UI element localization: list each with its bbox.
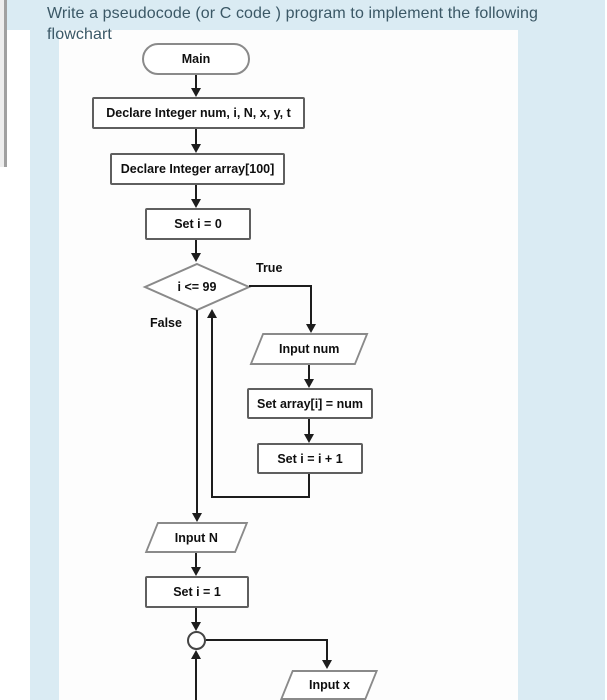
- node-input-num: Input num: [249, 333, 369, 365]
- branch-label-true: True: [256, 261, 283, 275]
- edge-inputnum-to-setarray: [308, 365, 310, 380]
- loop-connector-circle: [187, 631, 206, 650]
- node-input-n-label: Input N: [174, 530, 219, 545]
- left-blue-band: [30, 0, 59, 700]
- edge-connector-vertical: [326, 639, 328, 661]
- edge-inputn-to-seti1: [195, 553, 197, 568]
- edge-setarray-to-increment: [308, 419, 310, 435]
- edge-false-vertical: [196, 310, 198, 514]
- right-blue-band: [518, 0, 605, 700]
- node-input-x: Input x: [279, 670, 379, 700]
- node-declare-vars: Declare Integer num, i, N, x, y, t: [92, 97, 305, 129]
- arrowhead-down-icon: [191, 253, 201, 262]
- edge-array-to-seti0: [195, 185, 197, 200]
- arrowhead-down-icon: [306, 324, 316, 333]
- node-set-i-1: Set i = 1: [145, 576, 249, 608]
- header-band: [7, 0, 605, 30]
- node-input-x-label: Input x: [308, 678, 350, 692]
- left-panel-border: [4, 0, 7, 167]
- arrowhead-down-icon: [191, 88, 201, 97]
- edge-loop-up: [211, 318, 213, 498]
- left-panel-edge: [0, 0, 4, 167]
- edge-declare-to-array: [195, 129, 197, 145]
- edge-connector-horizontal: [206, 639, 328, 641]
- arrowhead-up-icon: [191, 650, 201, 659]
- node-set-array: Set array[i] = num: [247, 388, 373, 419]
- edge-true-vertical: [310, 285, 312, 325]
- node-increment: Set i = i + 1: [257, 443, 363, 474]
- question-text: Write a pseudocode (or C code ) program …: [47, 5, 538, 43]
- edge-loop-horizontal: [211, 496, 310, 498]
- arrowhead-down-icon: [191, 144, 201, 153]
- edge-true-horizontal: [249, 285, 312, 287]
- node-set-i-0: Set i = 0: [145, 208, 251, 240]
- arrowhead-down-icon: [191, 567, 201, 576]
- node-declare-array: Declare Integer array[100]: [110, 153, 285, 185]
- node-input-num-label: Input num: [278, 342, 340, 356]
- arrowhead-down-icon: [304, 434, 314, 443]
- node-decision-label: i <= 99: [177, 280, 217, 294]
- arrowhead-down-icon: [192, 513, 202, 522]
- edge-loop-down: [308, 474, 310, 498]
- edge-seti1-to-connector: [195, 608, 197, 624]
- arrowhead-down-icon: [322, 660, 332, 669]
- arrowhead-down-icon: [304, 379, 314, 388]
- arrowhead-up-icon: [207, 309, 217, 318]
- edge-return-up: [195, 659, 197, 700]
- edge-seti0-to-decision: [195, 240, 197, 254]
- branch-label-false: False: [150, 316, 182, 330]
- arrowhead-down-icon: [191, 622, 201, 631]
- flowchart-image-card: [59, 30, 518, 700]
- edge-main-to-declare: [195, 75, 197, 89]
- arrowhead-down-icon: [191, 199, 201, 208]
- node-input-n: Input N: [144, 522, 249, 553]
- node-main-terminal: Main: [142, 43, 250, 75]
